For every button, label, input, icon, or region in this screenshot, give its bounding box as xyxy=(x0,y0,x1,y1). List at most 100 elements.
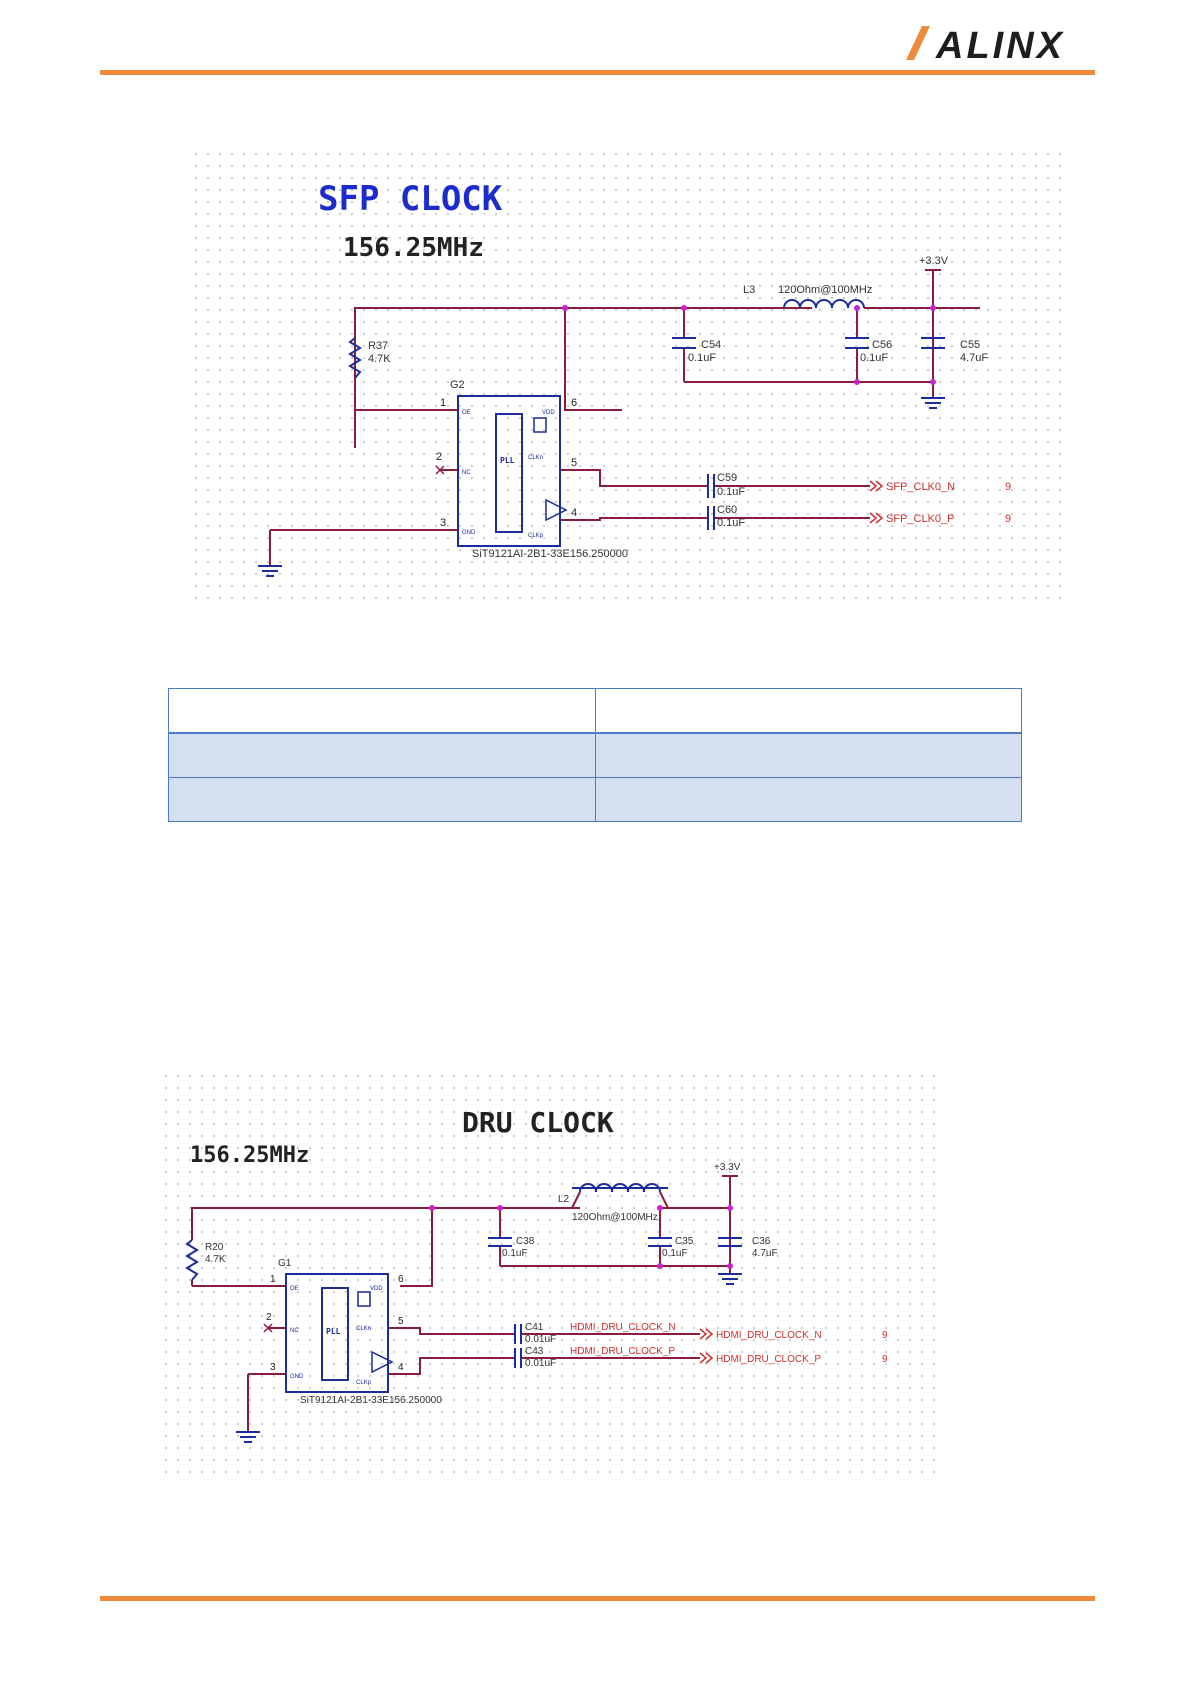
sfp-pin-1: 1 xyxy=(440,397,446,409)
sfp-net-arrows xyxy=(869,480,884,524)
sfp-c55-value: 4.7uF xyxy=(960,352,988,364)
table-row xyxy=(168,777,1022,822)
sfp-wires xyxy=(269,270,980,566)
dru-inductor-l2 xyxy=(579,1183,661,1193)
sfp-pll-label: PLL xyxy=(500,456,515,465)
dru-buffer-symbol xyxy=(371,1350,394,1374)
dru-l2-ref: L2 xyxy=(558,1194,570,1205)
sfp-pin-oe: OE xyxy=(462,410,471,416)
dru-net-p-page-ref: 9 xyxy=(882,1354,888,1365)
dru-chip-part: SiT9121AI-2B1-33E156.250000 xyxy=(300,1395,442,1406)
sfp-title: SFP CLOCK xyxy=(318,179,503,219)
logo-accent-mark xyxy=(906,26,930,60)
dru-junctions xyxy=(429,1205,733,1269)
sfp-resistor-r37 xyxy=(348,337,362,379)
dru-chip-g1 xyxy=(285,1273,389,1393)
sfp-buffer-symbol xyxy=(545,498,568,522)
dru-c35-ref: C35 xyxy=(675,1236,694,1247)
dru-pin-clkp: CLKp xyxy=(356,1380,372,1386)
sfp-net-clk-n: SFP_CLK0_N xyxy=(886,481,955,493)
sfp-chip-g2 xyxy=(457,395,561,547)
signal-table xyxy=(168,688,1022,822)
dru-nc-marker xyxy=(263,1323,273,1333)
dru-l2-value: 120Ohm@100MHz xyxy=(572,1212,658,1223)
dru-title: DRU CLOCK xyxy=(462,1106,614,1139)
dru-c36-ref: C36 xyxy=(752,1236,771,1247)
dru-pin-3: 3 xyxy=(270,1362,276,1373)
table-cell xyxy=(168,732,596,778)
dru-c35-value: 0.1uF xyxy=(662,1248,688,1259)
sfp-pin-clkp: CLKp xyxy=(528,533,544,539)
dru-supply-label: +3.3V xyxy=(714,1162,741,1173)
table-cell xyxy=(168,777,596,822)
dru-pin-vdd: VDD xyxy=(370,1286,383,1292)
sfp-pin-3: 3 xyxy=(440,517,446,529)
dru-crystal-symbol xyxy=(357,1291,371,1307)
table-cell xyxy=(594,732,1022,778)
dru-net-clock-p: HDMI_DRU_CLOCK_P xyxy=(716,1354,821,1365)
dru-net-arrows xyxy=(699,1328,714,1364)
dru-ground-symbols xyxy=(236,1273,742,1443)
dru-net-n-page-ref: 9 xyxy=(882,1330,888,1341)
sfp-pin-clkn: CLKn xyxy=(528,455,543,461)
sfp-c60-ref: C60 xyxy=(717,504,737,516)
dru-c41-value: 0.01uF xyxy=(525,1334,556,1345)
table-row xyxy=(168,732,1022,778)
dru-c41-ref: C41 xyxy=(525,1322,544,1333)
logo-text: ALINX xyxy=(935,25,1065,66)
sfp-inductor-l3 xyxy=(783,299,865,309)
dru-net-label-p: HDMI_DRU_CLOCK_P xyxy=(570,1346,675,1357)
dru-pin-2: 2 xyxy=(266,1312,272,1323)
sfp-pin-5: 5 xyxy=(571,457,577,469)
sfp-c59-value: 0.1uF xyxy=(717,486,745,498)
sfp-chip-part: SiT9121AI-2B1-33E156.250000 xyxy=(472,548,628,560)
sfp-c56-value: 0.1uF xyxy=(860,352,888,364)
table-header-cell xyxy=(168,688,596,734)
sfp-l3-value: 120Ohm@100MHz xyxy=(778,284,872,296)
sfp-c59-ref: C59 xyxy=(717,472,737,484)
sfp-net-n-page-ref: 9 xyxy=(1005,481,1011,493)
sfp-r37-ref: R37 xyxy=(368,340,388,352)
dru-pin-clkn: CLKn xyxy=(356,1326,371,1332)
sfp-capacitor-symbols xyxy=(672,337,945,530)
sfp-pin-2: 2 xyxy=(436,451,442,463)
sfp-pll-block xyxy=(495,413,523,533)
dru-c43-value: 0.01uF xyxy=(525,1358,556,1369)
dru-pin-5: 5 xyxy=(398,1316,404,1327)
dru-pin-4: 4 xyxy=(398,1362,404,1373)
dru-frequency: 156.25MHz xyxy=(190,1143,309,1168)
sfp-pin-gnd: GND xyxy=(462,530,476,536)
sfp-c54-value: 0.1uF xyxy=(688,352,716,364)
sfp-net-clk-p: SFP_CLK0_P xyxy=(886,513,954,525)
table-header-row xyxy=(168,688,1022,734)
dru-c36-value: 4.7uF xyxy=(752,1248,778,1259)
dru-capacitor-symbols xyxy=(488,1237,742,1368)
dru-r20-value: 4.7K xyxy=(205,1254,226,1265)
dru-pll-label: PLL xyxy=(326,1327,341,1336)
dru-c43-ref: C43 xyxy=(525,1346,544,1357)
sfp-c60-value: 0.1uF xyxy=(717,517,745,529)
dru-net-clock-n: HDMI_DRU_CLOCK_N xyxy=(716,1330,822,1341)
sfp-pin-vdd: VDD xyxy=(542,410,555,416)
sfp-c56-ref: C56 xyxy=(872,339,892,351)
sfp-supply-label: +3.3V xyxy=(919,255,949,267)
sfp-c54-ref: C54 xyxy=(701,339,721,351)
sfp-c55-ref: C55 xyxy=(960,339,980,351)
sfp-frequency: 156.25MHz xyxy=(343,233,484,263)
sfp-junctions xyxy=(562,305,936,385)
dru-pin-1: 1 xyxy=(270,1274,276,1285)
dru-pin-oe: OE xyxy=(290,1286,299,1292)
sfp-crystal-symbol xyxy=(533,417,547,433)
dru-net-label-n: HDMI_DRU_CLOCK_N xyxy=(570,1322,676,1333)
footer-rule xyxy=(100,1596,1095,1601)
sfp-nc-marker xyxy=(435,465,445,475)
sfp-net-p-page-ref: 9 xyxy=(1005,513,1011,525)
dru-pin-6: 6 xyxy=(398,1274,404,1285)
sfp-clock-schematic: SFP CLOCK 156.25MHz +3.3V L3 120Ohm@100M… xyxy=(190,148,1070,603)
dru-pin-gnd: GND xyxy=(290,1374,304,1380)
dru-clock-schematic: DRU CLOCK 156.25MHz +3.3V L2 120Ohm@100M… xyxy=(160,1070,935,1475)
header-rule xyxy=(100,70,1095,75)
dru-pin-nc: NC xyxy=(290,1328,299,1334)
sfp-chip-ref: G2 xyxy=(450,379,465,391)
dru-r20-ref: R20 xyxy=(205,1242,224,1253)
